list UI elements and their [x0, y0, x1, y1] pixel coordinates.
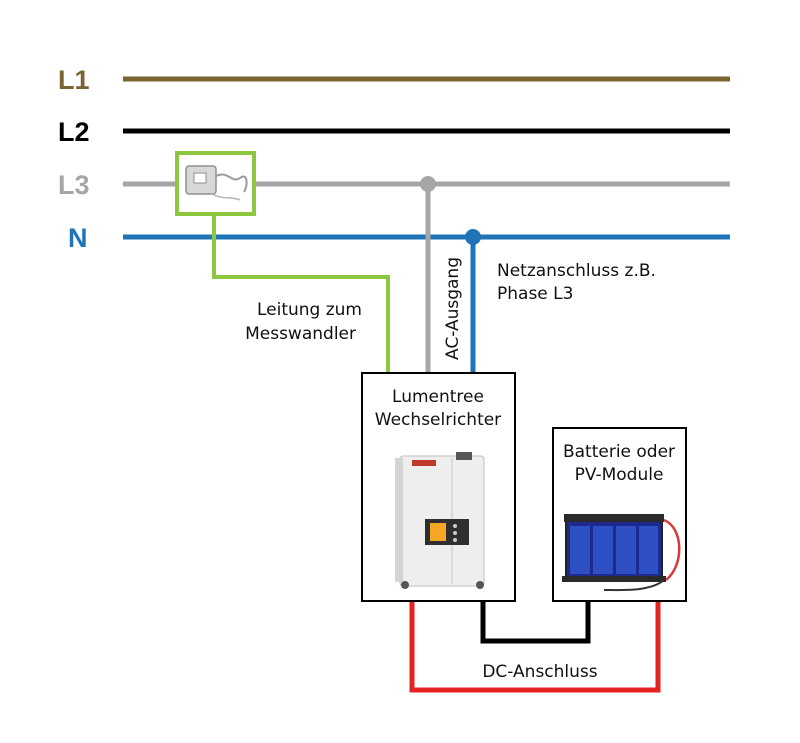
phase-label-l1: L1 — [58, 65, 90, 95]
ac-output-label: AC-Ausgang — [443, 257, 463, 360]
phase-label-n: N — [68, 223, 88, 253]
phase-label-l2: L2 — [58, 117, 90, 147]
battery-title-1: Batterie oder — [563, 442, 675, 462]
grid-connection-label-1: Netzanschluss z.B. — [497, 261, 656, 281]
phase-label-l3: L3 — [58, 170, 90, 200]
battery-icon — [562, 514, 681, 592]
inverter-icon — [395, 452, 485, 589]
ct-clamp-icon — [185, 165, 248, 201]
inverter-title-2: Wechselrichter — [375, 410, 501, 430]
dc-positive-wire — [409, 601, 661, 693]
measure-wire — [212, 214, 390, 373]
measure-line-label-2: Messwandler — [245, 324, 356, 344]
inverter-box: Lumentree Wechselrichter — [361, 372, 516, 602]
grid-connection-label-2: Phase L3 — [497, 284, 573, 304]
n-junction — [465, 229, 481, 245]
battery-box: Batterie oder PV-Module — [552, 427, 687, 602]
dc-connection-label: DC-Anschluss — [482, 662, 597, 682]
inverter-title-1: Lumentree — [392, 387, 484, 407]
current-transformer — [175, 151, 256, 216]
grid-connection-label: Netzanschluss z.B. Phase L3 — [497, 261, 656, 304]
measure-line-label-1: Leitung zum — [257, 300, 362, 320]
battery-title-2: PV-Module — [575, 465, 664, 485]
dc-negative-wire — [480, 601, 591, 644]
measure-line-label: Leitung zum Messwandler — [245, 300, 362, 344]
l3-junction — [420, 176, 436, 192]
